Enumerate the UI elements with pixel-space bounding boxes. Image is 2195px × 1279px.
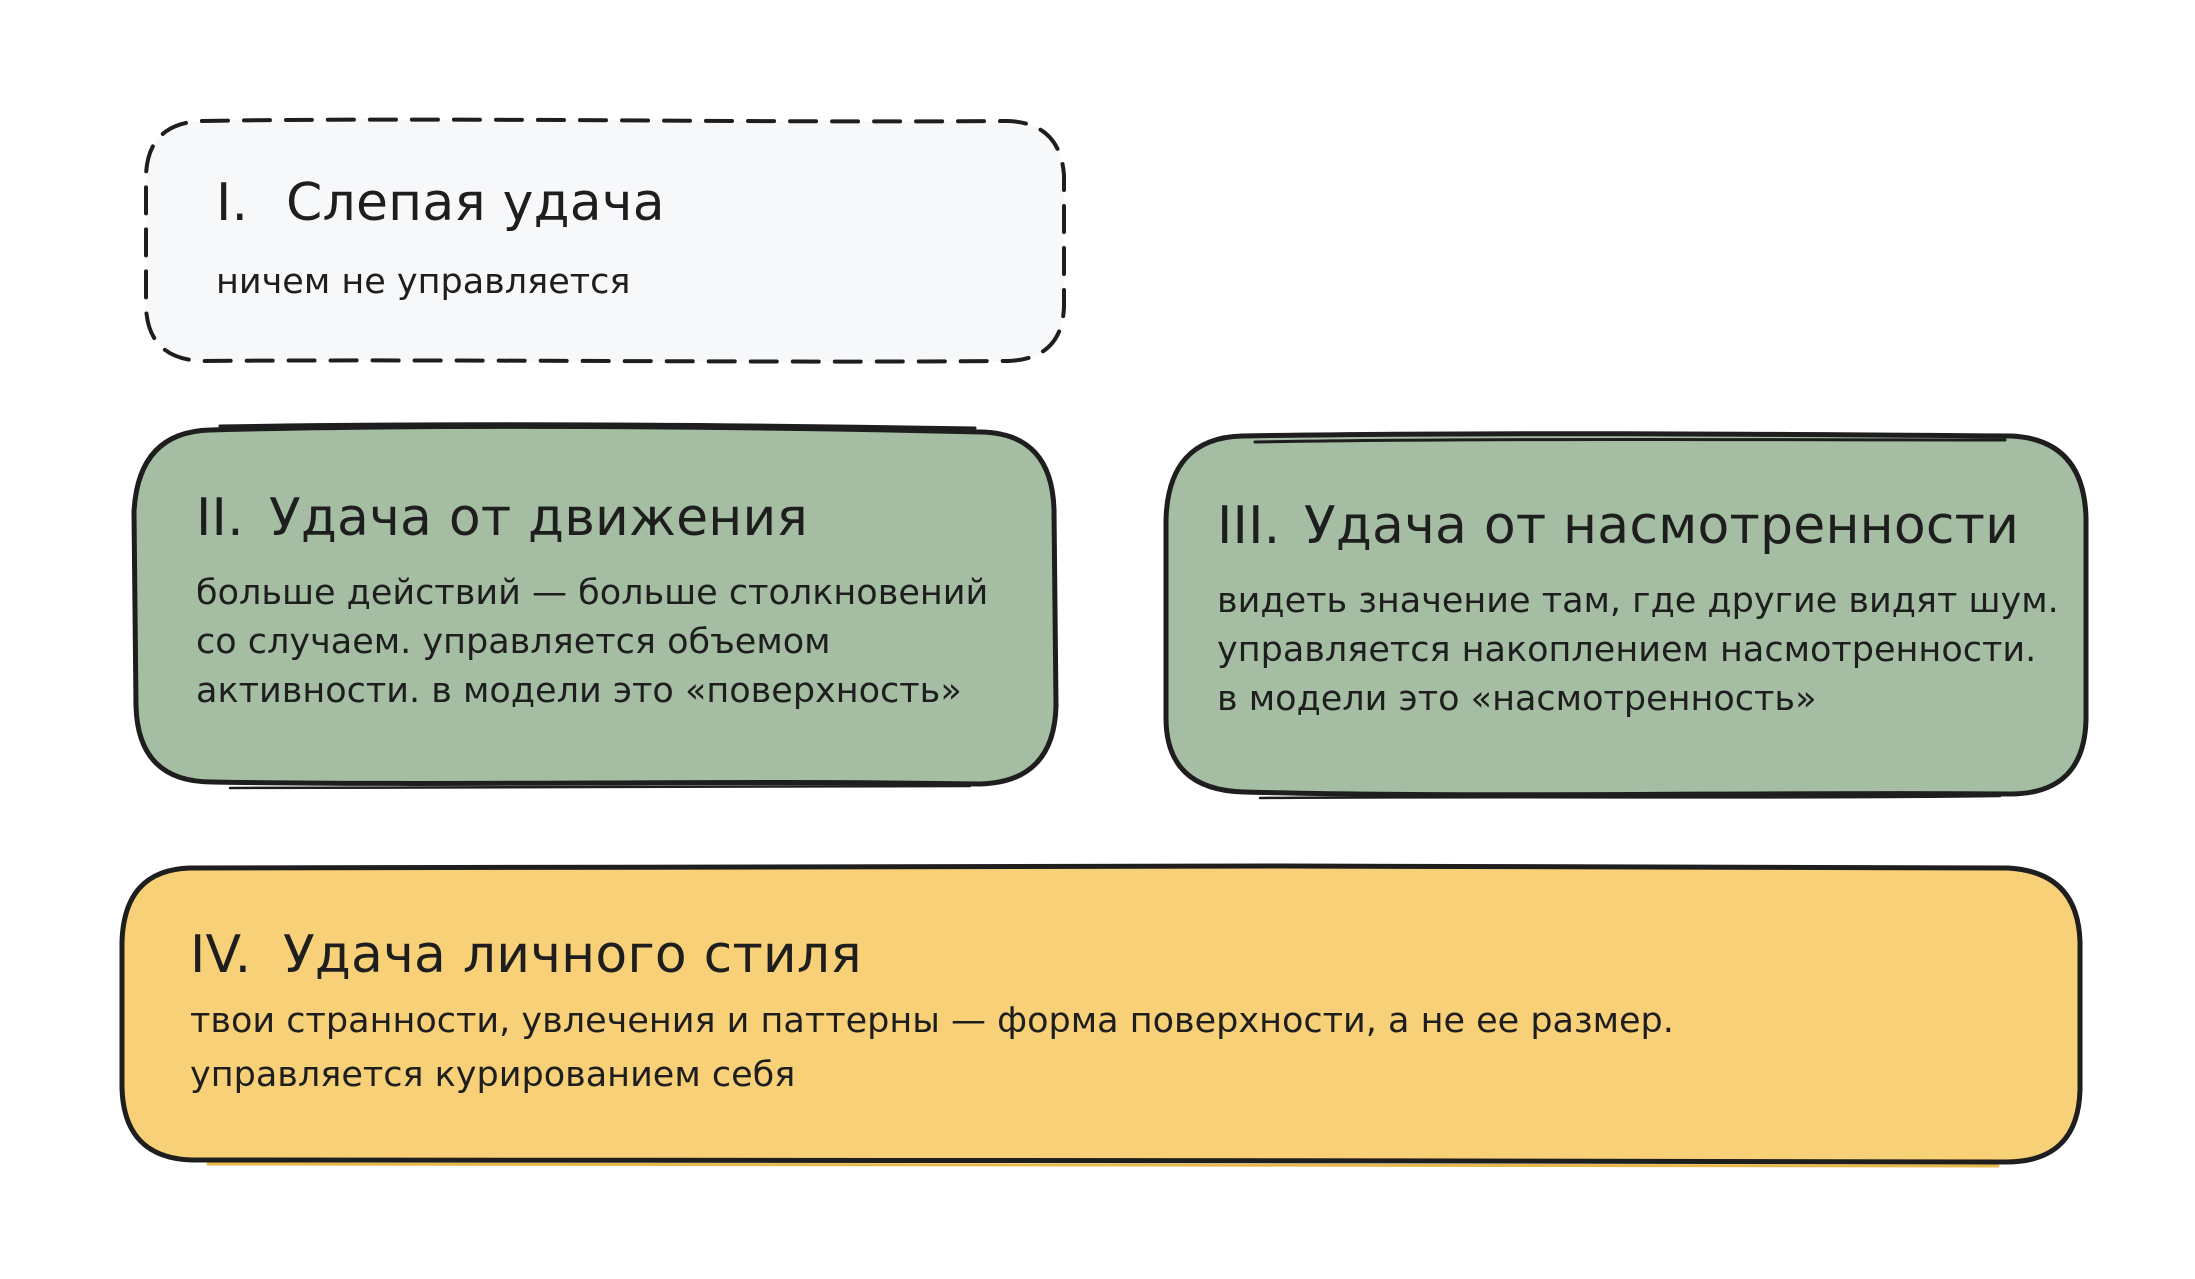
card-content: II. Удача от движения больше действий — …	[196, 488, 988, 716]
card-description-line: активности. в модели это «поверхность»	[196, 671, 962, 712]
card-description-line: больше действий — больше столкновений	[196, 573, 989, 614]
card-numeral: IV.	[190, 925, 252, 985]
card-literacy-luck: III. Удача от насмотренности видеть знач…	[1160, 428, 2090, 800]
card-frame	[119, 863, 2083, 1168]
card-content: I. Слепая удача ничем не управляется	[216, 173, 665, 307]
card-content: III. Удача от насмотренности видеть знач…	[1217, 496, 2059, 724]
card-description-line: видеть значение там, где другие видят шу…	[1217, 581, 2059, 622]
card-numeral: I.	[216, 173, 249, 233]
card-blind-luck: I. Слепая удача ничем не управляется	[140, 115, 1070, 367]
card-description-line: управляется курированием себя	[190, 1055, 796, 1096]
card-description-line: управляется накоплением насмотренности.	[1217, 630, 2037, 671]
card-description: больше действий — больше столкновений со…	[196, 569, 988, 716]
card-description: ничем не управляется	[216, 258, 665, 307]
card-frame	[144, 117, 1066, 364]
card-title: III. Удача от насмотренности	[1217, 496, 2059, 556]
card-numeral: III.	[1217, 496, 1281, 556]
card-frame	[1163, 431, 2089, 800]
card-title: II. Удача от движения	[196, 488, 988, 548]
card-description: твои странности, увлечения и паттерны — …	[190, 994, 1674, 1103]
card-description-line: со случаем. управляется объемом	[196, 622, 831, 663]
card-frame	[131, 422, 1059, 790]
card-content: IV. Удача личного стиля твои странности,…	[190, 925, 1674, 1103]
card-description-line: ничем не управляется	[216, 262, 631, 303]
card-title: IV. Удача личного стиля	[190, 925, 1674, 985]
card-numeral: II.	[196, 488, 244, 548]
card-title-text: Удача от движения	[269, 488, 808, 548]
card-movement-luck: II. Удача от движения больше действий — …	[130, 420, 1060, 790]
card-description: видеть значение там, где другие видят шу…	[1217, 577, 2059, 724]
card-title: I. Слепая удача	[216, 173, 665, 233]
card-description-line: в модели это «насмотренность»	[1217, 679, 1817, 720]
card-title-text: Слепая удача	[286, 173, 665, 233]
card-title-text: Удача от насмотренности	[1304, 496, 2020, 556]
card-description-line: твои странности, увлечения и паттерны — …	[190, 1001, 1674, 1042]
card-personal-style-luck: IV. Удача личного стиля твои странности,…	[118, 862, 2084, 1168]
card-title-text: Удача личного стиля	[283, 925, 862, 985]
